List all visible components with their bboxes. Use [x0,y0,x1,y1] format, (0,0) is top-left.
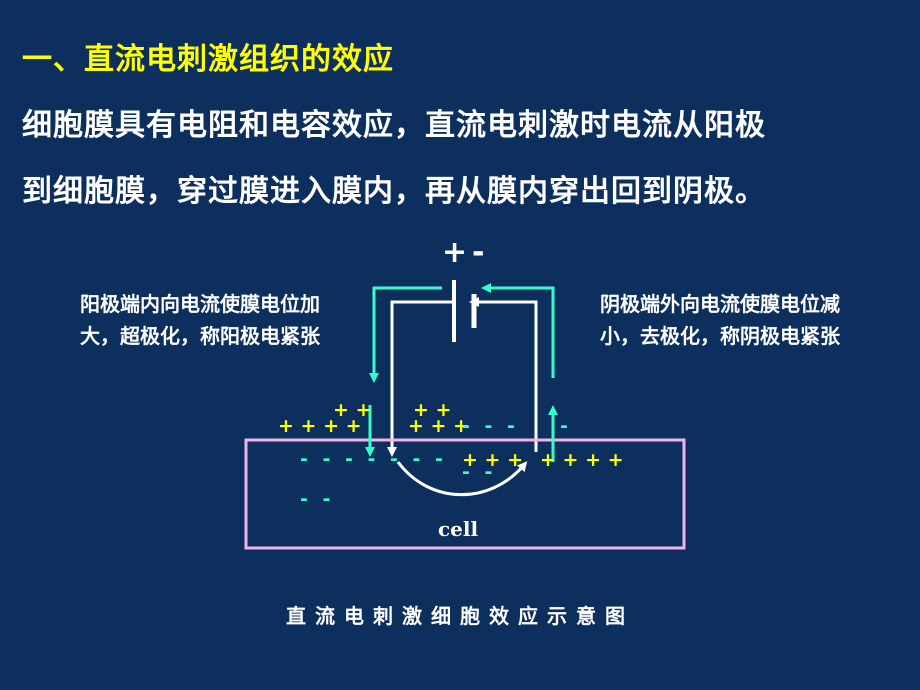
charge-inside-left-negative: - - - - - - - [300,448,447,470]
charge-inside-mid-positive: + + + [462,449,523,471]
charge-top-right-negative: - - - [462,415,519,437]
intracellular-current-arrow [396,461,528,497]
slide-title: 一、直流电刺激组织的效应 [22,42,394,77]
charge-top-mid-upper: + + [413,399,451,421]
charge-top-far-right-negative: - [560,415,572,437]
diagram-caption: 直流电刺激细胞效应示意图 [286,604,634,628]
charge-top-mid-lower: + + + [408,415,469,437]
cell-outline [244,438,686,550]
anode-note: 阳极端内向电流使膜电位加大，超极化，称阳极电紧张 [80,292,320,348]
left-external-current-arrow [369,286,442,383]
body-text-line-2: 到细胞膜，穿过膜进入膜内，再从膜内穿出回到阴极。 [22,174,766,209]
battery-minus-sign: - [472,235,484,270]
cathode-note: 阴极端外向电流使膜电位减小，去极化，称阴极电紧张 [600,292,840,348]
body-text-line-1: 细胞膜具有电阻和电容效应，直流电刺激时电流从阳极 [22,108,766,143]
right-external-current-arrow [481,283,555,378]
cathode-wire [469,297,538,452]
cell-label: cell [438,517,479,541]
battery-plus-sign: + [442,235,467,270]
charge-top-left-upper: + + [333,399,371,421]
charge-top-left-lower: + + + + [278,415,362,437]
charge-inside-left-negative-2: - - [300,488,334,510]
anode-wire [387,300,454,457]
charge-inside-right-positive: + + + + [540,449,624,471]
charge-inside-mid-negative: - - [462,461,496,483]
